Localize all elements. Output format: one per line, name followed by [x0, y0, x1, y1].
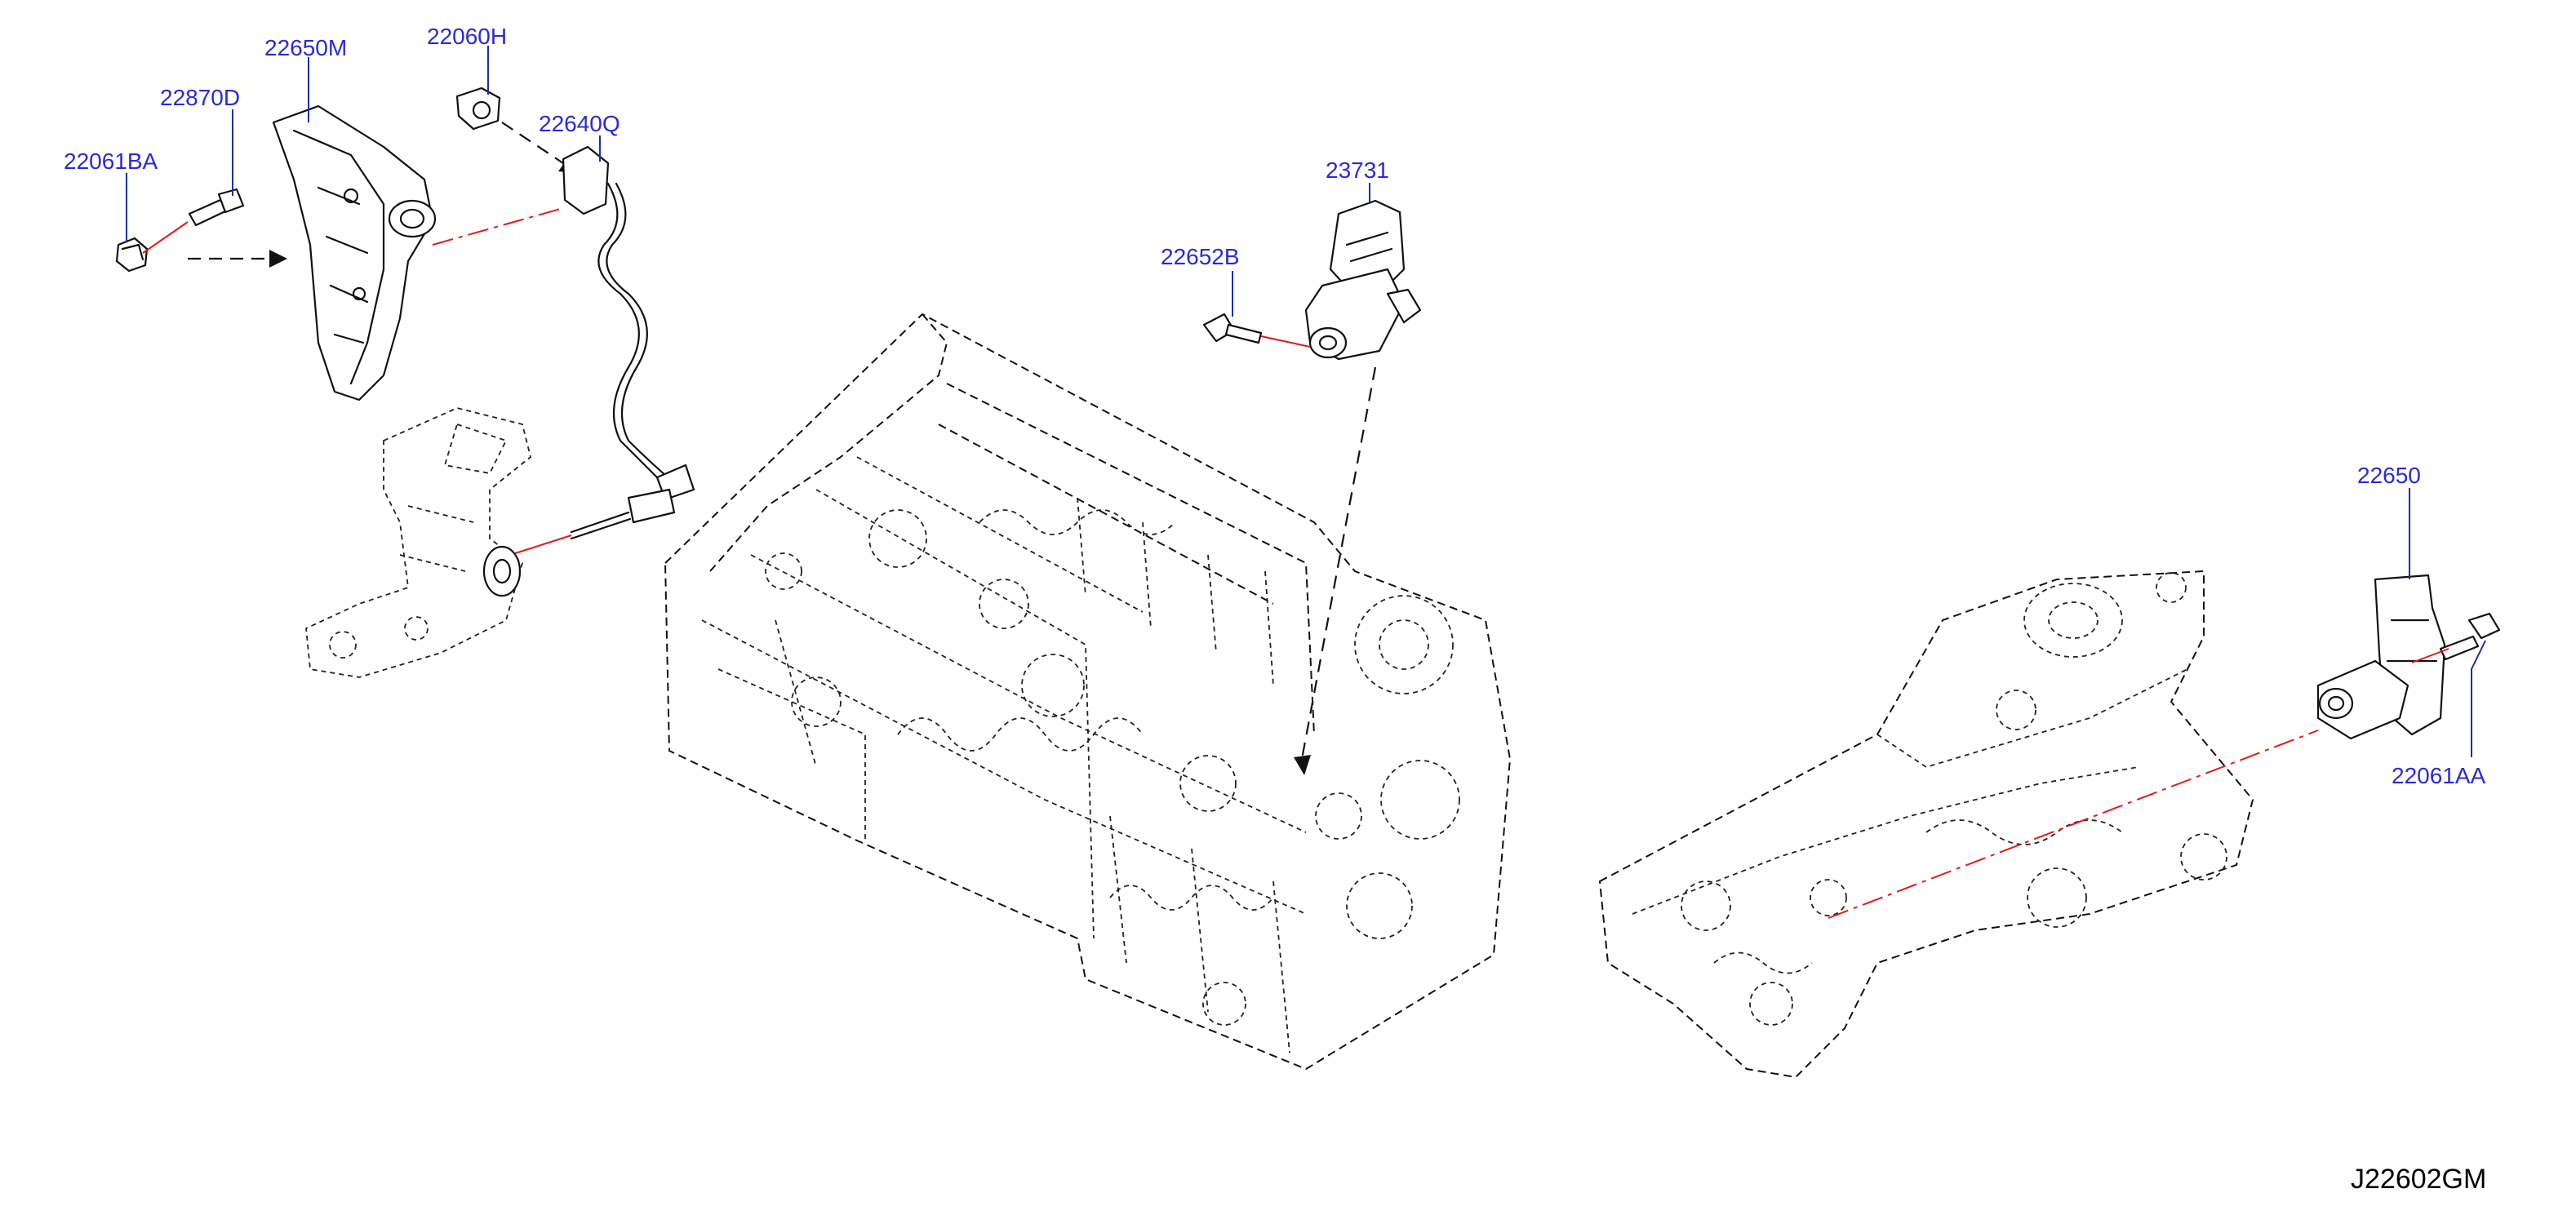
redline-22061aa — [2411, 648, 2449, 663]
assembly-arrow-22060h — [501, 122, 564, 164]
redline-22640q — [432, 207, 564, 246]
timing-cover-right — [1598, 570, 2254, 1079]
arrowhead-22061ba — [269, 250, 287, 268]
arrowhead-23731 — [1294, 755, 1311, 775]
clip-22061ba — [115, 237, 149, 273]
cam-housing-left — [305, 407, 532, 678]
sensor-22650 — [2316, 574, 2446, 740]
sensor-22060h — [455, 86, 501, 131]
redline-22640q-lower — [509, 535, 572, 556]
bolt-22652b — [1202, 313, 1263, 344]
leader-lines — [126, 46, 2486, 757]
callout-22650m: 22650M — [264, 35, 347, 60]
sensor-harness-22640q — [562, 145, 695, 540]
diagram-code: J22602GM — [2351, 1164, 2486, 1195]
callout-22061ba: 22061BA — [64, 149, 158, 174]
bolt-22061aa — [2439, 612, 2501, 661]
assembly-arrow-23731 — [1300, 366, 1377, 760]
callout-22640q: 22640Q — [539, 111, 620, 136]
callout-22650: 22650 — [2357, 463, 2421, 488]
callout-22060h: 22060H — [427, 24, 507, 49]
sensor-bracket-22650m — [272, 104, 437, 401]
callout-23731: 23731 — [1326, 157, 1389, 183]
redline-22650 — [1828, 730, 2319, 919]
callout-22652b: 22652B — [1161, 244, 1240, 269]
redline-22061ba — [142, 221, 189, 254]
cam-sensor-23731 — [1304, 199, 1422, 361]
engine-block — [664, 313, 1512, 1071]
callout-22061aa: 22061AA — [2392, 763, 2486, 788]
callout-22870d: 22870D — [160, 85, 240, 110]
redline-22652b — [1260, 335, 1311, 348]
bolt-22870d — [188, 188, 245, 227]
